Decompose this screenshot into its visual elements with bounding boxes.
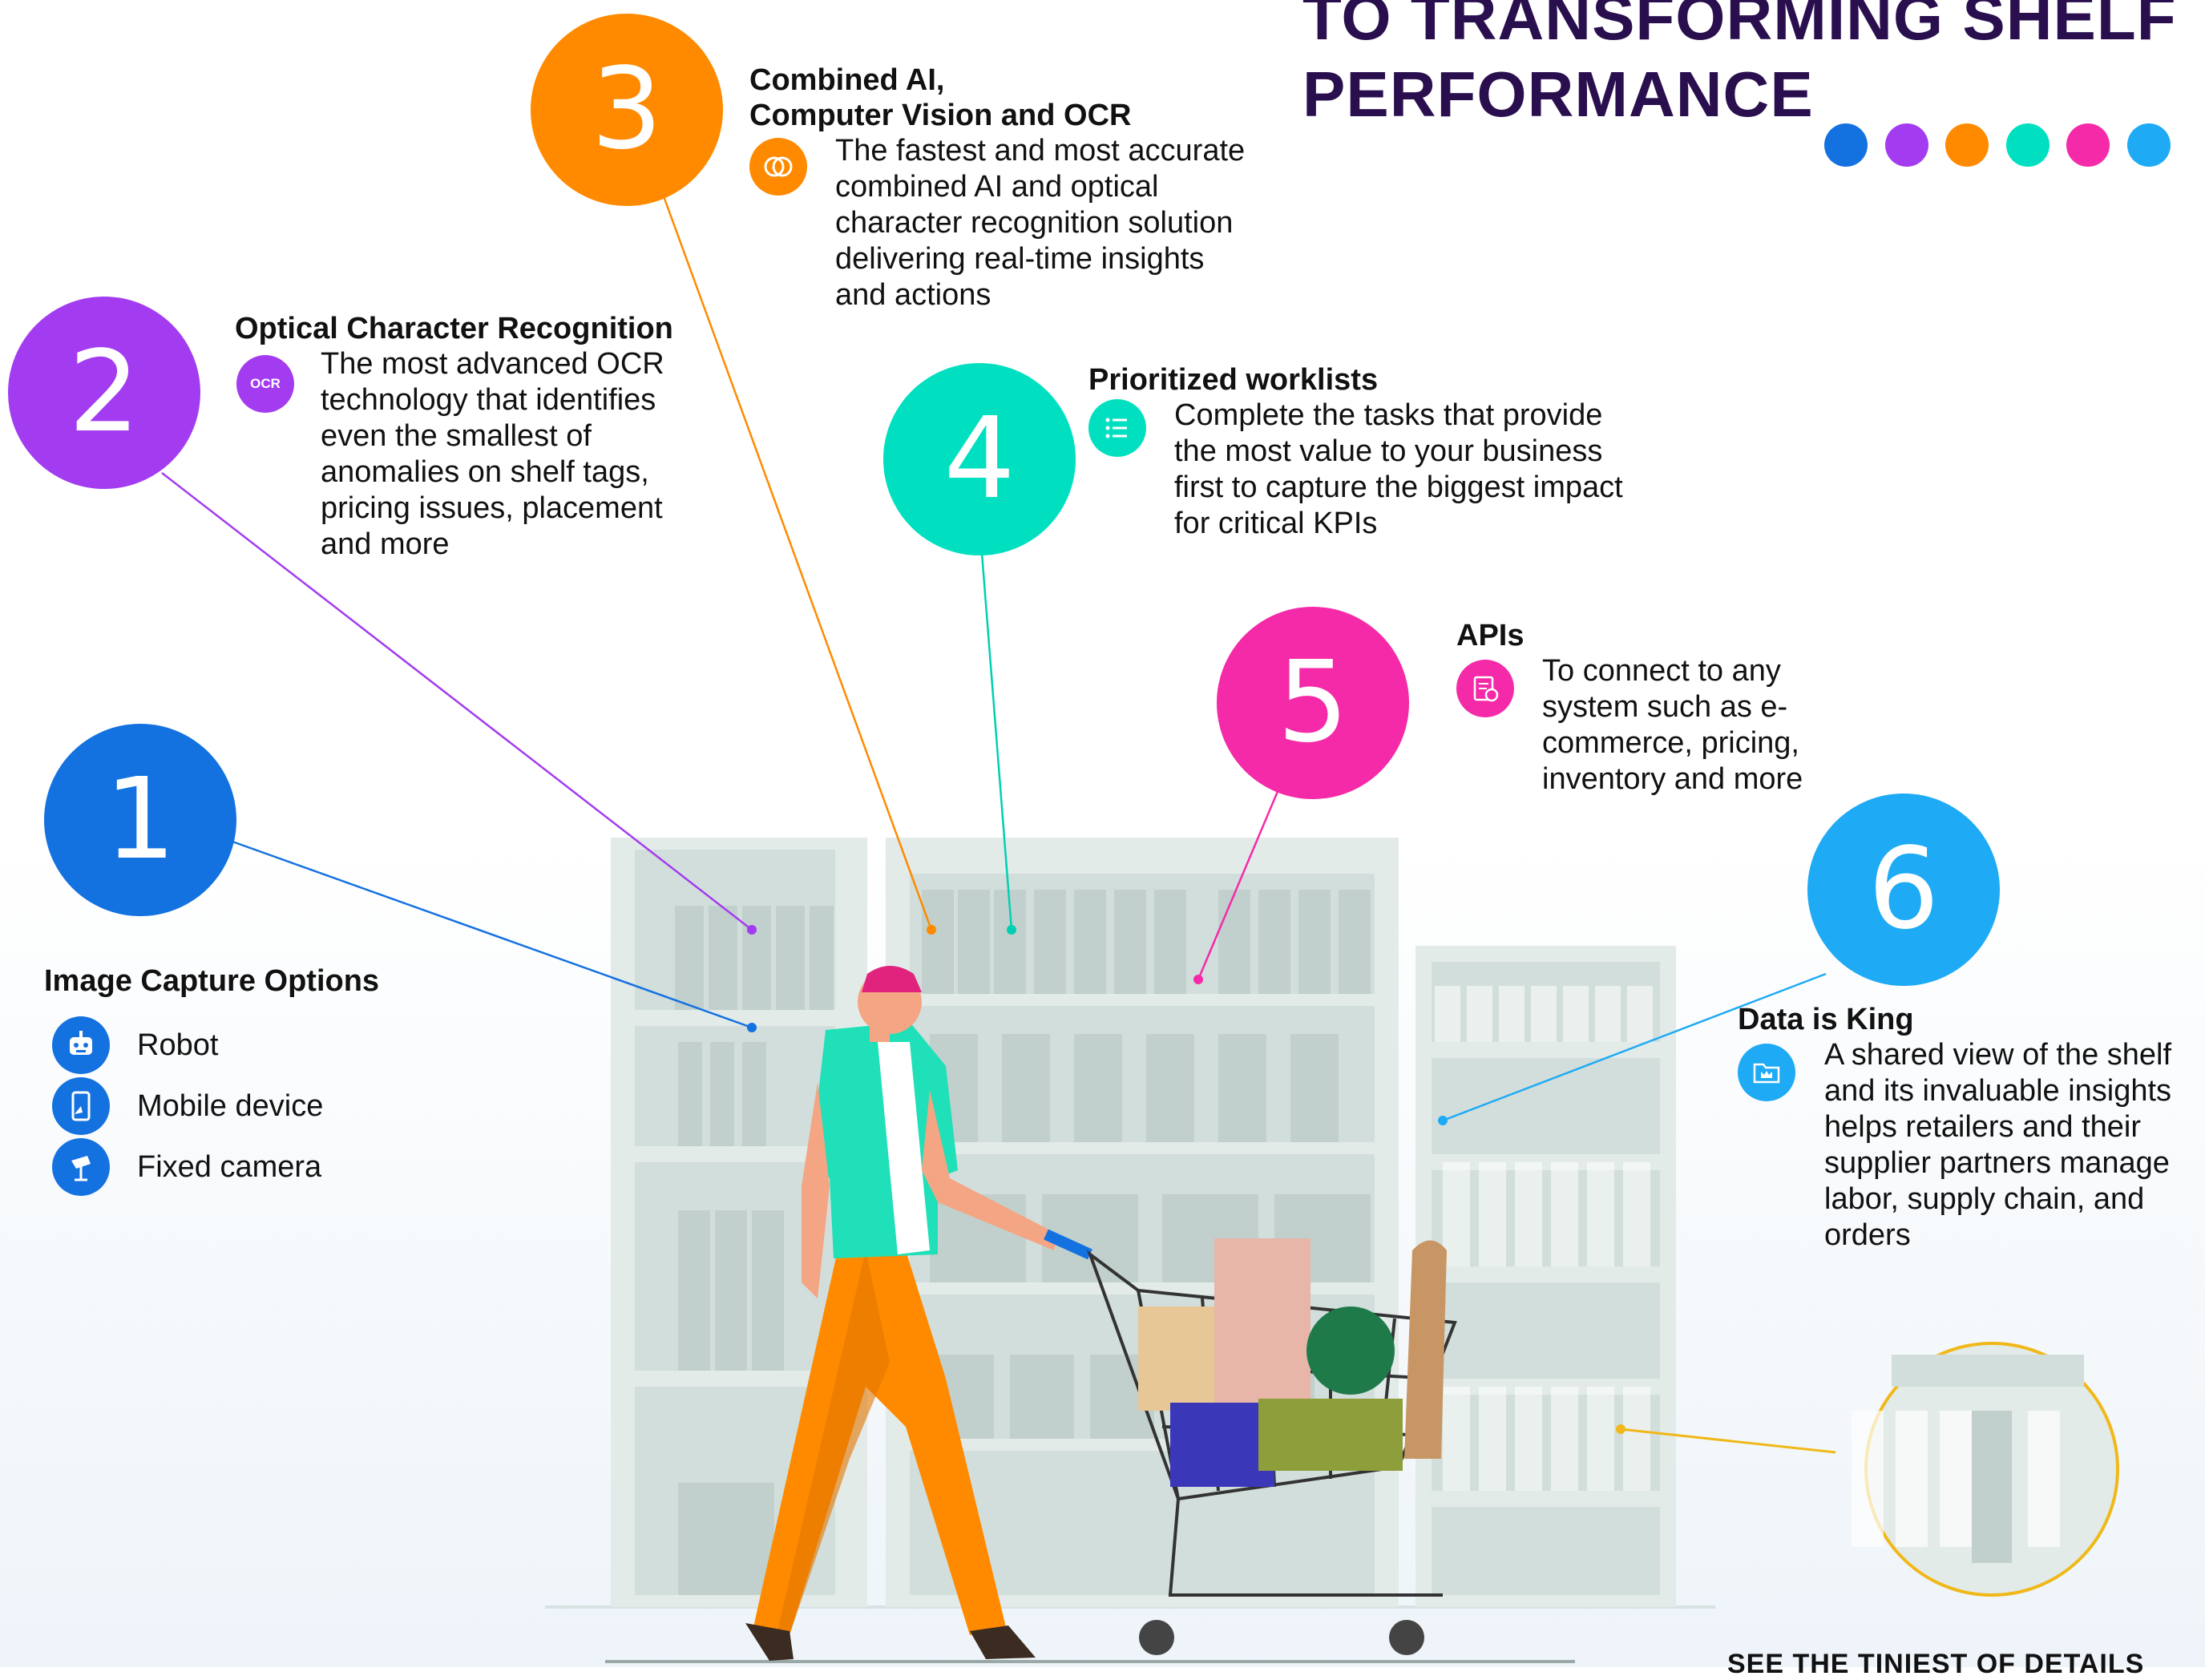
shopper-figure	[745, 966, 1058, 1661]
robot-icon	[52, 1016, 110, 1074]
cart-wheels	[1139, 1620, 1424, 1655]
feature-6-description: A shared view of the shelf and its inval…	[1824, 1038, 2172, 1252]
api-gear-icon	[1456, 660, 1514, 717]
feature-4-number-circle: 4	[883, 363, 1076, 555]
option-robot-label: Robot	[137, 1028, 219, 1062]
feature-3-title-line1: Combined AI,	[749, 63, 945, 97]
feature-5-number-circle: 5	[1217, 607, 1409, 799]
feature-5-description: To connect to any system such as e-comme…	[1542, 654, 1803, 796]
mobile-device-icon	[52, 1077, 110, 1135]
right-shelf-unit	[1415, 946, 1676, 1607]
feature-3-number-circle: 3	[531, 14, 723, 206]
option-robot: Robot	[52, 1016, 218, 1074]
palette-dot-lightblue	[2127, 123, 2171, 167]
checklist-icon	[1088, 399, 1146, 457]
crown-folder-icon	[1738, 1044, 1795, 1101]
feature-4-description: Complete the tasks that provide the most…	[1174, 398, 1623, 540]
feature-6-number-circle: 6	[1807, 794, 2000, 986]
ocr-icon-text: OCR	[250, 376, 281, 391]
feature-3-title-line2: Computer Vision and OCR	[749, 99, 1132, 132]
palette-dot-teal	[2006, 123, 2050, 167]
feature-2-description: The most advanced OCR technology that id…	[321, 347, 664, 561]
brain-icon	[749, 138, 807, 196]
palette-dot-blue	[1824, 123, 1868, 167]
feature-1-number-circle: 1	[44, 724, 236, 916]
magnifier-detail	[1852, 1342, 2119, 1597]
connector-lines	[161, 196, 1827, 1122]
feature-5-title: APIs	[1456, 619, 1525, 652]
palette-dot-pink	[2066, 123, 2110, 167]
option-mobile-device: Mobile device	[52, 1077, 323, 1135]
headline-line1: TO TRANSFORMING SHELF	[1302, 0, 2177, 53]
option-fixed-camera-label: Fixed camera	[137, 1149, 322, 1184]
headline-line2: PERFORMANCE	[1302, 59, 1814, 130]
option-mobile-device-label: Mobile device	[137, 1088, 324, 1123]
feature-4-title: Prioritized worklists	[1088, 363, 1379, 397]
palette-dot-orange	[1945, 123, 1989, 167]
magnifier-connector	[1620, 1428, 1836, 1454]
option-fixed-camera: Fixed camera	[52, 1138, 321, 1196]
groceries	[1138, 1238, 1447, 1487]
feature-6-title: Data is King	[1738, 1003, 1914, 1036]
footer-teaser-text: SEE THE TINIEST OF DETAILS	[1727, 1649, 2145, 1679]
feature-3-description: The fastest and most accurate combined A…	[835, 134, 1246, 312]
fixed-camera-icon	[52, 1138, 110, 1196]
connector-dots	[747, 925, 1448, 1125]
feature-1-title: Image Capture Options	[44, 964, 380, 998]
feature-2-title: Optical Character Recognition	[235, 312, 673, 345]
ocr-icon: OCR	[236, 355, 294, 413]
feature-2-number-circle: 2	[8, 297, 200, 489]
palette-dot-purple	[1885, 123, 1928, 167]
